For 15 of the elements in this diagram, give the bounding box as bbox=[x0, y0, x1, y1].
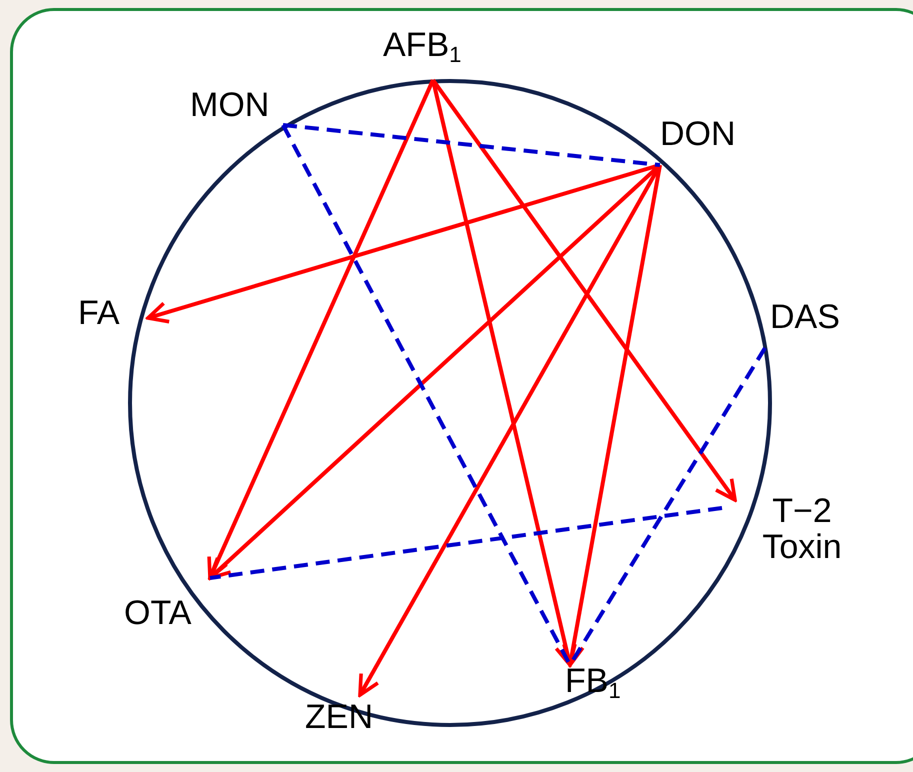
node-label: DAS bbox=[770, 300, 840, 336]
dashed-line bbox=[210, 506, 722, 580]
node-label: FB$_{1}$ bbox=[565, 664, 621, 700]
node-label: FA bbox=[78, 296, 120, 332]
node-label: AFB$_{1}$ bbox=[383, 28, 462, 64]
arrow bbox=[431, 78, 737, 502]
dashed-line bbox=[282, 123, 660, 167]
arrow bbox=[431, 80, 577, 667]
arrow bbox=[562, 164, 662, 667]
node-label: OTA bbox=[124, 596, 192, 632]
node-label: DON bbox=[660, 117, 736, 153]
arrow bbox=[207, 79, 435, 580]
node-label: MON bbox=[190, 88, 270, 124]
node-label: T−2 Toxin bbox=[752, 494, 852, 566]
node-label: ZEN bbox=[305, 700, 373, 736]
